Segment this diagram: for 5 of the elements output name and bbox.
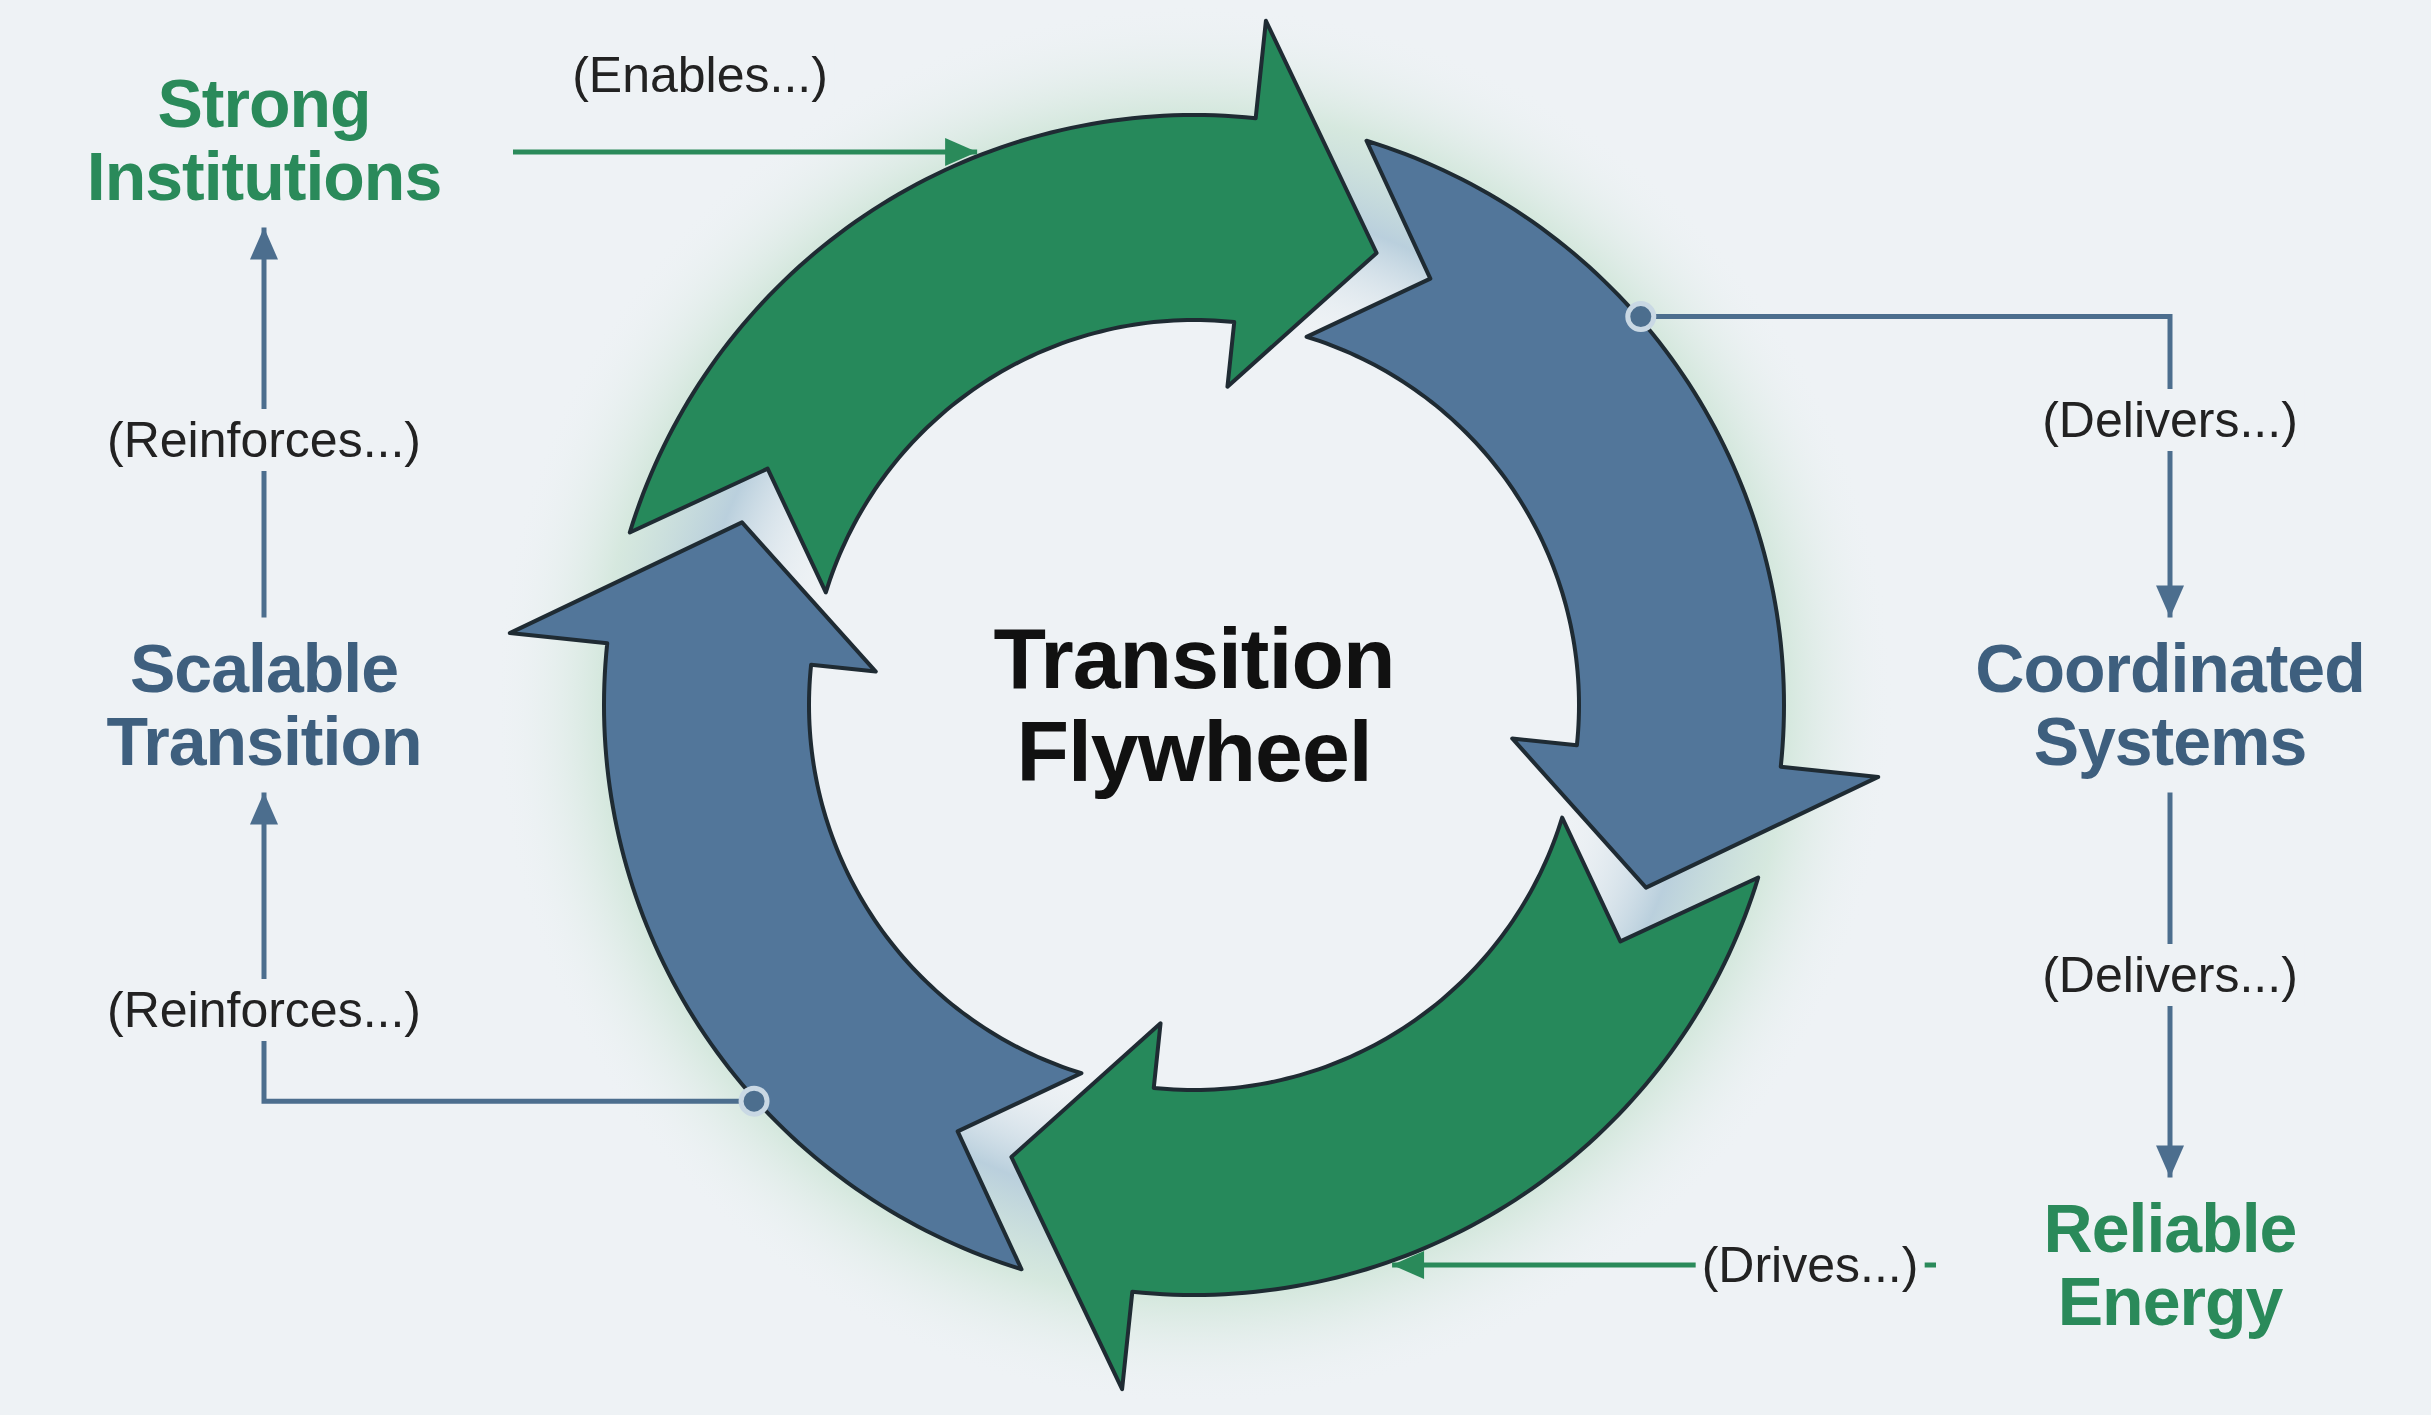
stage-label: Reliable Energy [1950,1191,2390,1339]
stage-label: Strong Institutions [29,66,499,214]
stage-label: Coordinated Systems [1920,631,2420,779]
stage-label: Scalable Transition [44,631,484,779]
center-title: Transition Flywheel [934,612,1454,798]
